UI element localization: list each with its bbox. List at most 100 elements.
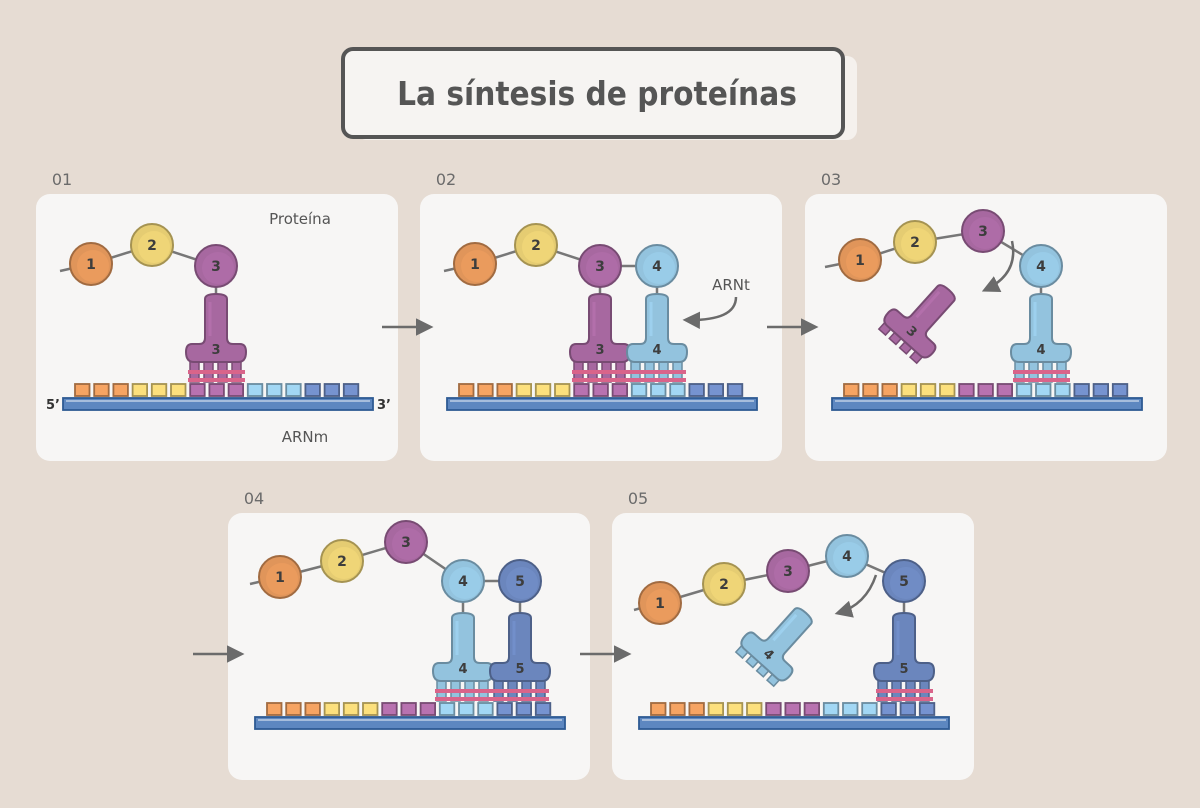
codon — [1092, 383, 1109, 397]
codon — [1035, 383, 1052, 397]
amino-acid-2: 2 — [514, 223, 558, 267]
amino-acid-3: 3 — [961, 209, 1005, 253]
title-box: La síntesis de proteínas — [341, 47, 857, 140]
step-number: 04 — [244, 489, 264, 508]
codon — [285, 702, 302, 716]
amino-acid-1: 1 — [638, 581, 682, 625]
mrna-strand — [831, 383, 1143, 411]
protein-label: Proteína — [269, 210, 331, 228]
step-number: 02 — [436, 170, 456, 189]
amino-acid-label: 3 — [595, 259, 605, 275]
codon — [843, 383, 860, 397]
codon — [1111, 383, 1129, 397]
codon — [227, 383, 245, 397]
amino-acid-2: 2 — [893, 220, 937, 264]
codon — [1015, 383, 1033, 397]
amino-acid-5: 5 — [882, 559, 926, 603]
codon — [900, 383, 917, 397]
amino-acid-label: 1 — [470, 257, 480, 273]
codon — [323, 383, 341, 397]
codon — [112, 383, 129, 397]
amino-acid-2: 2 — [320, 539, 364, 583]
codon — [496, 383, 513, 397]
codon — [131, 383, 149, 397]
trna-5: 5 — [488, 611, 552, 702]
amino-acid-3: 3 — [194, 244, 238, 288]
mrna-strand — [638, 702, 950, 730]
codon — [650, 702, 667, 716]
codon — [496, 702, 513, 716]
codon — [189, 383, 206, 397]
amino-acid-label: 5 — [515, 574, 525, 590]
codon — [477, 702, 494, 716]
codon — [803, 702, 820, 716]
codon — [515, 702, 532, 716]
amino-acid-4: 4 — [441, 559, 485, 603]
codon — [919, 383, 937, 397]
codon — [688, 702, 705, 716]
amino-acid-1: 1 — [453, 242, 497, 286]
trna-4: 4 — [1009, 292, 1073, 383]
released-trna-4: 4 — [734, 607, 813, 688]
codon — [381, 702, 398, 716]
codon — [899, 702, 916, 716]
trna-4: 4 — [625, 292, 689, 383]
curved-arrow-icon — [682, 296, 738, 330]
codon — [304, 702, 321, 716]
codon — [573, 383, 590, 397]
trna-5: 5 — [872, 611, 936, 702]
codon — [669, 702, 686, 716]
codon — [74, 383, 91, 397]
trna-label: 4 — [652, 343, 661, 358]
codon — [784, 702, 801, 716]
codon — [726, 702, 744, 716]
codon — [707, 383, 724, 397]
codon — [515, 383, 532, 397]
codon — [918, 702, 936, 716]
codon — [438, 702, 456, 716]
codon — [688, 383, 705, 397]
trna-caption: ARNt — [712, 276, 750, 294]
codon — [996, 383, 1013, 397]
trna-label: 3 — [211, 343, 220, 358]
trna-3: 3 — [184, 292, 248, 383]
amino-acid-label: 1 — [855, 253, 865, 269]
amino-acid-label: 2 — [531, 238, 541, 254]
codon — [208, 383, 225, 397]
codon — [534, 383, 552, 397]
codon — [458, 383, 475, 397]
codon — [630, 383, 648, 397]
mrna-strand — [446, 383, 758, 411]
codon — [1054, 383, 1071, 397]
amino-acid-label: 4 — [842, 549, 852, 565]
codon — [707, 702, 724, 716]
codon — [285, 383, 302, 397]
three-prime-label: 3’ — [377, 398, 391, 413]
five-prime-label: 5’ — [46, 398, 60, 413]
codon — [958, 383, 975, 397]
codon — [1073, 383, 1090, 397]
curved-arrow-icon — [834, 574, 878, 618]
trna-3: 3 — [568, 292, 632, 383]
codon — [246, 383, 264, 397]
codon — [304, 383, 321, 397]
mrna-label: ARNm — [282, 428, 329, 446]
codon — [458, 702, 475, 716]
codon — [150, 383, 168, 397]
codon — [400, 702, 417, 716]
amino-acid-4: 4 — [1019, 244, 1063, 288]
amino-acid-1: 1 — [838, 238, 882, 282]
page-title: La síntesis de proteínas — [397, 74, 797, 113]
step-number: 03 — [821, 170, 841, 189]
codon — [554, 383, 571, 397]
codon — [746, 702, 763, 716]
amino-acid-4: 4 — [635, 244, 679, 288]
amino-acid-4: 4 — [825, 534, 869, 578]
trna-label: 4 — [1036, 343, 1045, 358]
